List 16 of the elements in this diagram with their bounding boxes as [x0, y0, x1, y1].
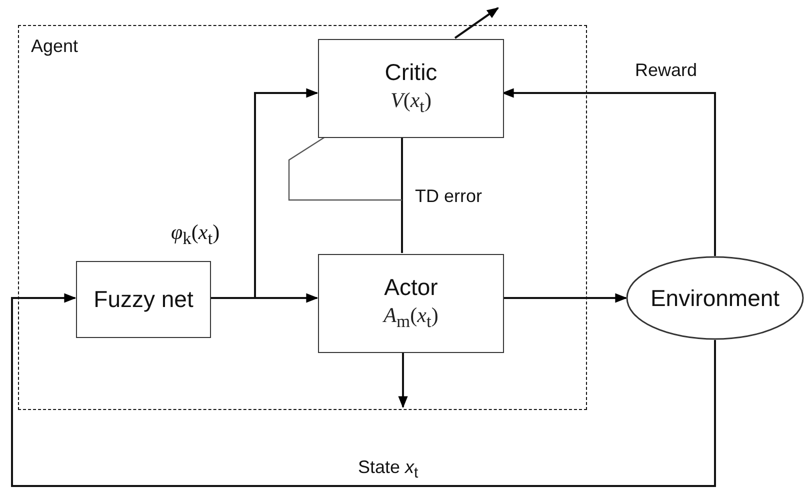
node-label: Fuzzy net [94, 286, 194, 313]
formula: A$_{m}$(x$_{t}$) [384, 303, 438, 333]
node-label: Actor [384, 274, 438, 302]
node-label: Environment [650, 284, 780, 312]
arrow [210, 88, 318, 299]
arrow [11, 293, 716, 487]
process-box [76, 261, 211, 338]
arrow [398, 352, 408, 408]
environment-ellipse [626, 256, 804, 340]
process-box [318, 39, 504, 138]
formula: V(x$_{t}$) [390, 88, 432, 118]
process-box [318, 254, 504, 353]
group-title: Agent [31, 36, 78, 57]
arrow [503, 293, 628, 303]
node-label: Critic [384, 59, 438, 86]
agent-boundary [18, 25, 587, 410]
